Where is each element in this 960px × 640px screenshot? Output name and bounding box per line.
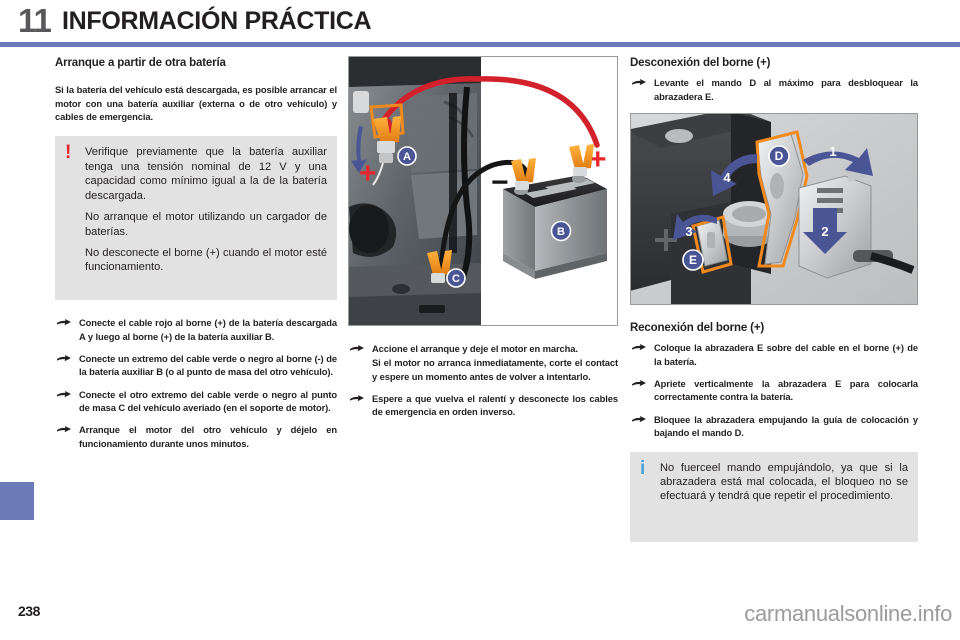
page-header: 11 INFORMACIÓN PRÁCTICA — [0, 0, 960, 48]
right-column: Desconexión del borne (+) Levante el man… — [630, 56, 918, 542]
header-divider-rule — [0, 42, 960, 47]
middle-steps-list: Accione el arranque y deje el motor en m… — [348, 342, 618, 419]
middle-column: + A C — [348, 56, 618, 419]
step-text: Conecte el cable rojo al borne (+) de la… — [79, 317, 337, 342]
warning-paragraph-1: Verifique previamente que la batería aux… — [85, 146, 327, 202]
lever-d — [755, 130, 809, 268]
svg-text:4: 4 — [723, 170, 731, 185]
pointing-hand-icon — [57, 319, 71, 326]
list-item: Apriete verticalmente la abrazadera E pa… — [630, 377, 918, 404]
plus-engraved — [655, 229, 677, 252]
label-b: B — [550, 220, 572, 242]
step-text: Bloquee la abrazadera empujando la guía … — [654, 413, 918, 439]
svg-text:3: 3 — [685, 224, 692, 239]
pointing-hand-icon — [632, 380, 646, 387]
step-text: Conecte el otro extremo del cable verde … — [79, 388, 337, 414]
svg-text:A: A — [403, 151, 411, 163]
pointing-hand-icon — [57, 390, 71, 397]
step-text: Accione el arranque y deje el motor en m… — [372, 343, 578, 354]
step-text: Coloque la abrazadera E sobre del cable … — [654, 342, 918, 367]
section-title-disconnect: Desconexión del borne (+) — [630, 57, 771, 69]
list-item: Bloquee la abrazadera empujando la guía … — [630, 413, 918, 440]
battery-terminal-clamp-diagram: 1 2 3 4 — [630, 113, 918, 306]
section-title-jump-start: Arranque a partir de otra batería — [55, 57, 226, 69]
plus-sign-engine: + — [359, 157, 377, 190]
svg-text:C: C — [452, 273, 460, 285]
label-d: D — [768, 145, 790, 167]
list-item: Levante el mando D al máximo para desblo… — [630, 76, 918, 103]
pointing-hand-icon — [57, 355, 71, 362]
list-item: Coloque la abrazadera E sobre del cable … — [630, 341, 918, 368]
list-item: Arranque el motor del otro vehículo y dé… — [55, 423, 337, 450]
pointing-hand-icon — [350, 345, 364, 352]
step-text: Apriete verticalmente la abrazadera E pa… — [654, 378, 918, 403]
clamp-positive — [569, 144, 594, 176]
list-item: Conecte el cable rojo al borne (+) de la… — [55, 316, 337, 343]
svg-text:E: E — [689, 253, 697, 267]
info-note-box: i No fuerceel mando empujándolo, ya que … — [630, 451, 918, 542]
svg-text:D: D — [775, 149, 784, 163]
minus-sign-battery: − — [491, 166, 509, 199]
warning-note-box: ! Verifique previamente que la batería a… — [55, 136, 337, 301]
svg-text:2: 2 — [821, 224, 828, 239]
list-item: Conecte el otro extremo del cable verde … — [55, 388, 337, 415]
svg-text:B: B — [557, 226, 565, 238]
step-arrow-3: 3 — [673, 214, 717, 241]
section-title-reconnect: Reconexión del borne (+) — [630, 322, 765, 335]
pointing-hand-icon — [350, 395, 364, 402]
svg-text:1: 1 — [829, 144, 836, 159]
jump-start-illustration: + A C — [349, 57, 617, 325]
jump-start-connection-photo: + A C — [348, 56, 618, 326]
pointing-hand-icon — [57, 426, 71, 433]
pointing-hand-icon — [632, 79, 646, 86]
plus-sign-battery: + — [589, 143, 607, 176]
clamp-a — [372, 116, 401, 186]
label-a: A — [397, 146, 417, 166]
step-text: Espere a que vuelva el ralentí y descone… — [372, 393, 618, 418]
page-number: 238 — [18, 603, 40, 619]
label-c: C — [446, 268, 466, 288]
step-arrow-2: 2 — [803, 208, 847, 255]
intro-paragraph: Si la batería del vehículo está descarga… — [55, 84, 337, 123]
chapter-edge-tab — [0, 482, 34, 520]
pointing-hand-icon — [632, 344, 646, 351]
chapter-number: 11 — [18, 2, 52, 39]
step-arrow-4: 4 — [711, 154, 757, 197]
right-steps-list-1: Levante el mando D al máximo para desblo… — [630, 76, 918, 103]
step-text: Levante el mando D al máximo para desblo… — [654, 77, 918, 102]
step-subtext: Si el motor no arranca inmediatamente, c… — [372, 357, 618, 382]
site-watermark: carmanualsonline.info — [744, 601, 952, 626]
clamp-illustration: 1 2 3 4 — [631, 114, 917, 305]
warning-paragraph-2: No arranque el motor utilizando un carga… — [85, 211, 327, 238]
clamp-negative — [511, 158, 536, 190]
step-text: Arranque el motor del otro vehículo y dé… — [79, 424, 337, 449]
list-item: Espere a que vuelva el ralentí y descone… — [348, 392, 618, 419]
warning-paragraph-3: No desconecte el borne (+) cuando el mot… — [85, 246, 327, 274]
pointing-hand-icon — [632, 415, 646, 423]
chapter-title: INFORMACIÓN PRÁCTICA — [62, 7, 372, 35]
step-arrow-1: 1 — [803, 144, 873, 177]
list-item: Accione el arranque y deje el motor en m… — [348, 342, 618, 383]
exclamation-icon: ! — [65, 142, 72, 164]
right-steps-list-2: Coloque la abrazadera E sobre del cable … — [630, 341, 918, 439]
label-e: E — [682, 249, 704, 271]
left-steps-list: Conecte el cable rojo al borne (+) de la… — [55, 316, 337, 450]
info-icon: i — [640, 457, 646, 479]
step-text: Conecte un extremo del cable verde o neg… — [79, 353, 337, 378]
left-column: Arranque a partir de otra batería Si la … — [55, 56, 337, 450]
list-item: Conecte un extremo del cable verde o neg… — [55, 352, 337, 379]
clamp-c — [427, 250, 452, 283]
terminal-post — [723, 201, 775, 248]
info-paragraph-1: No fuerceel mando empujándolo, ya que si… — [660, 461, 908, 503]
